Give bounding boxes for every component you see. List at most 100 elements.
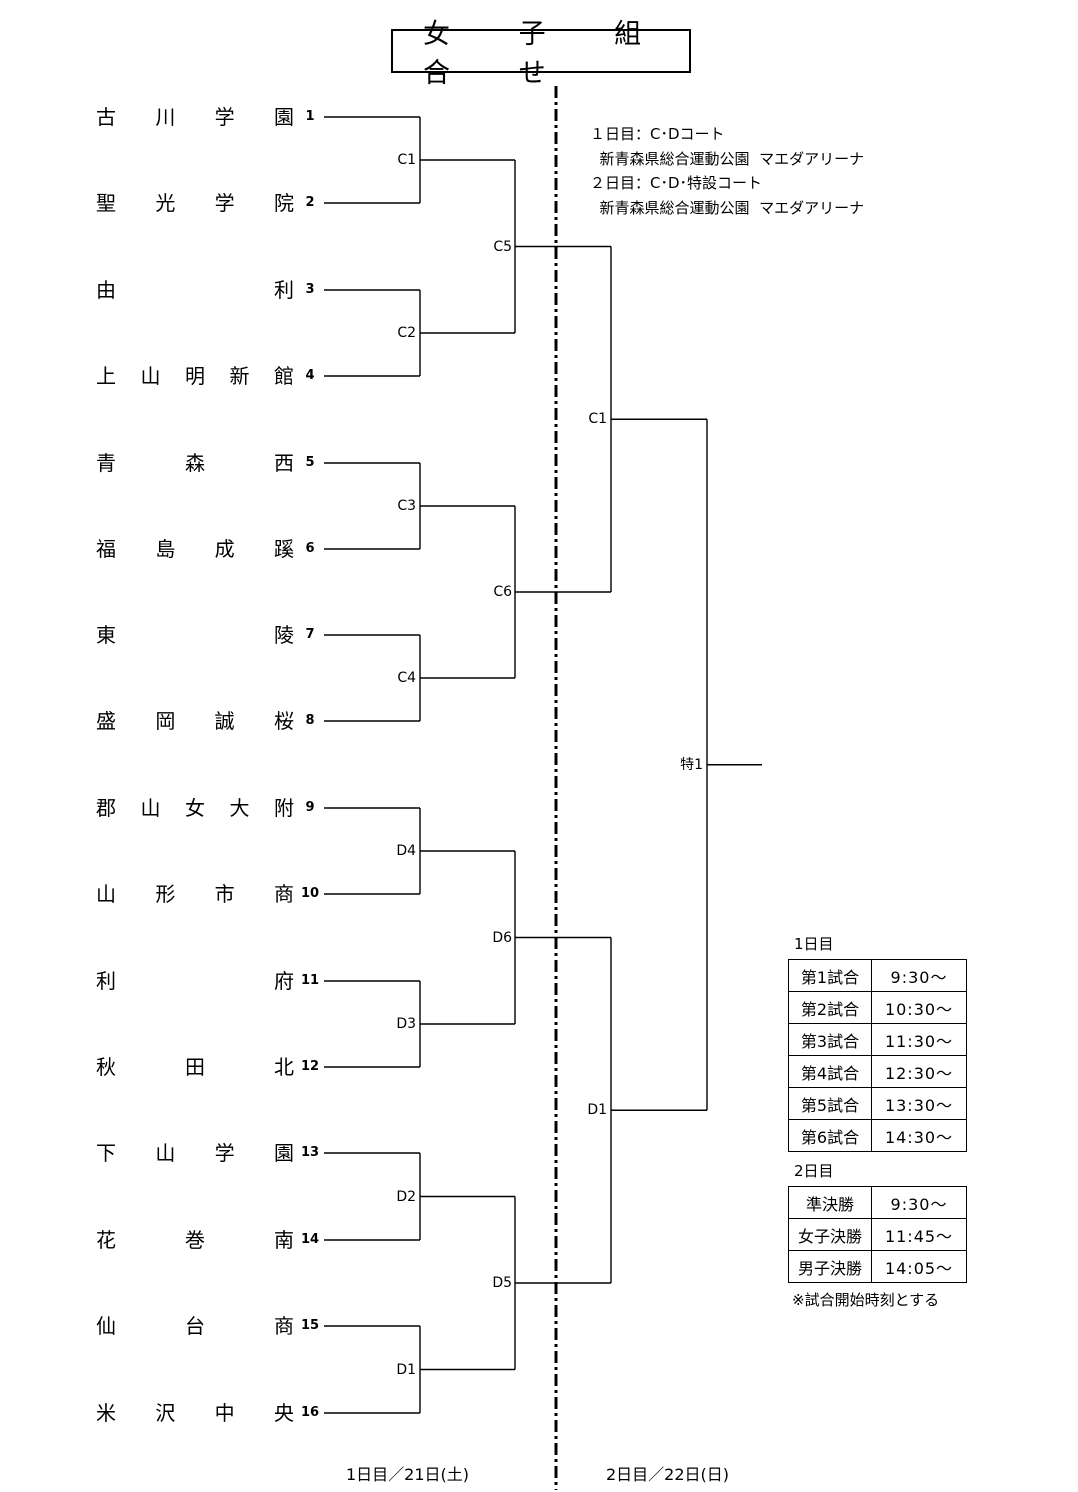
seed-number: 11 <box>300 973 320 988</box>
team-name-char: 女 <box>185 796 205 820</box>
schedule-day2-label: 2日目 <box>794 1162 834 1180</box>
schedule-time: 13:30～ <box>871 1087 967 1120</box>
team-name-char: 府 <box>274 969 294 993</box>
team-name: 福島成蹊 <box>96 535 294 563</box>
team-name-char: 福 <box>96 537 116 561</box>
seed-number: 8 <box>305 713 315 728</box>
schedule-time: 14:05～ <box>871 1250 967 1283</box>
match-label: D4 <box>396 843 416 859</box>
match-label: D6 <box>492 929 512 946</box>
team-name: 山形市商 <box>96 880 294 908</box>
schedule-match-name: 第1試合 <box>788 959 872 992</box>
seed-number: 2 <box>305 195 315 210</box>
team-name-char: 院 <box>273 191 294 215</box>
team-name-char: 附 <box>274 796 294 820</box>
schedule-day1-label: 1日目 <box>794 935 834 953</box>
seed-number: 4 <box>305 368 315 383</box>
team-name-char: 学 <box>214 105 235 129</box>
team-name-char: 明 <box>185 364 205 388</box>
schedule-time: 9:30～ <box>871 1186 967 1219</box>
team-name-char: 青 <box>96 451 116 475</box>
team-name-char: 盛 <box>96 709 116 733</box>
match-label: C6 <box>493 584 512 600</box>
schedule-time: 11:30～ <box>871 1023 967 1056</box>
seed-number: 5 <box>305 455 315 470</box>
team-name-char: 台 <box>185 1314 205 1338</box>
seed-number: 3 <box>305 282 315 297</box>
match-label: C3 <box>397 498 416 514</box>
schedule-match-name: 準決勝 <box>788 1186 872 1219</box>
team-name-char: 陵 <box>274 623 294 647</box>
team-name-char: 北 <box>274 1055 294 1079</box>
team-name-char: 南 <box>274 1228 294 1252</box>
team-name-char: 館 <box>274 364 294 388</box>
match-label: D1 <box>587 1102 607 1119</box>
team-name: 青森西 <box>96 449 294 477</box>
schedule-note: ※試合開始時刻とする <box>792 1291 940 1309</box>
venue-line: ２日目：C･D･特設コート <box>590 174 763 192</box>
match-label: 特1 <box>680 756 703 773</box>
team-name-char: 光 <box>155 191 176 215</box>
team-name-char: 岡 <box>155 709 176 733</box>
team-name: 上山明新館 <box>96 362 294 390</box>
team-name-char: 園 <box>273 1141 294 1165</box>
match-label: D1 <box>396 1361 416 1378</box>
team-name-char: 古 <box>96 105 116 129</box>
team-name-char: 中 <box>214 1401 235 1425</box>
team-name-char: 誠 <box>214 709 235 733</box>
team-name: 由利 <box>96 276 294 304</box>
team-name-char: 学 <box>214 191 235 215</box>
seed-number: 10 <box>300 886 320 901</box>
seed-number: 9 <box>305 800 315 815</box>
seed-number: 16 <box>300 1405 320 1420</box>
team-name-char: 新 <box>229 364 250 388</box>
match-label: C2 <box>397 325 416 341</box>
match-label: D5 <box>492 1275 512 1291</box>
team-name: 聖光学院 <box>96 189 294 217</box>
seed-number: 6 <box>305 541 315 556</box>
team-name-char: 成 <box>214 537 235 561</box>
team-name-char: 桜 <box>273 709 294 733</box>
match-label: C1 <box>397 152 416 168</box>
team-name-char: 田 <box>185 1055 205 1079</box>
team-name-char: 央 <box>273 1401 294 1425</box>
schedule-match-name: 第5試合 <box>788 1087 872 1120</box>
schedule-time: 11:45～ <box>871 1218 967 1251</box>
team-name: 盛岡誠桜 <box>96 707 294 735</box>
team-name-char: 仙 <box>96 1314 116 1338</box>
team-name-char: 上 <box>96 364 116 388</box>
team-name: 下山学園 <box>96 1139 294 1167</box>
team-name-char: 大 <box>229 796 250 820</box>
team-name: 花巻南 <box>96 1226 294 1254</box>
footer-day1: 1日目／21日(土) <box>346 1465 470 1484</box>
schedule-time: 10:30～ <box>871 991 967 1024</box>
seed-number: 1 <box>305 109 315 124</box>
seed-number: 13 <box>300 1145 320 1160</box>
team-name-char: 園 <box>273 105 294 129</box>
team-name: 米沢中央 <box>96 1399 294 1427</box>
schedule-match-name: 第6試合 <box>788 1119 872 1152</box>
team-name-char: 東 <box>96 623 116 647</box>
team-name: 秋田北 <box>96 1053 294 1081</box>
seed-number: 15 <box>300 1318 320 1333</box>
team-name-char: 森 <box>185 451 205 475</box>
match-label: D3 <box>396 1016 416 1032</box>
team-name-char: 米 <box>96 1401 116 1425</box>
venue-line: 新青森県総合運動公園 マエダアリーナ <box>590 149 865 168</box>
team-name-char: 商 <box>273 882 294 906</box>
schedule-match-name: 女子決勝 <box>788 1218 872 1251</box>
schedule-time: 12:30～ <box>871 1055 967 1088</box>
team-name-char: 西 <box>274 451 294 475</box>
schedule-time: 14:30～ <box>871 1119 967 1152</box>
team-name-char: 由 <box>96 278 116 302</box>
team-name: 郡山女大附 <box>96 794 294 822</box>
team-name-char: 巻 <box>185 1228 205 1252</box>
team-name-char: 花 <box>96 1228 116 1252</box>
